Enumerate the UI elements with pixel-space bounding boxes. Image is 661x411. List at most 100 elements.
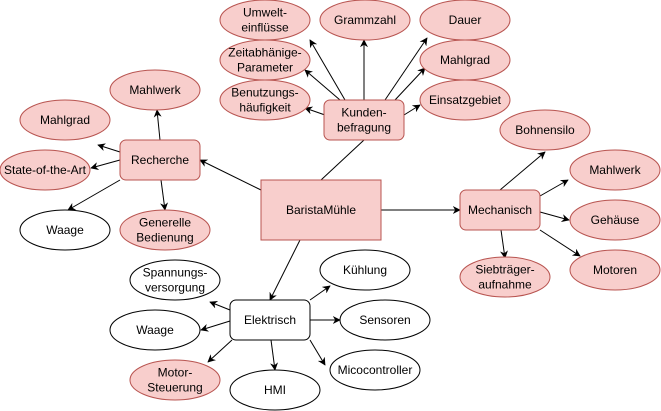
node-einsatz[interactable]: Einsatzgebiet — [419, 79, 511, 121]
node-label: Bohnensilo — [515, 123, 575, 137]
node-ellipse — [569, 149, 661, 191]
node-ellipse — [229, 369, 321, 411]
node-ellipse — [129, 359, 221, 401]
node-box — [119, 139, 201, 181]
node-ellipse — [339, 299, 431, 341]
node-ellipse — [109, 69, 201, 111]
node-waage-e[interactable]: Waage — [109, 309, 201, 351]
node-motorsteuerung[interactable]: Motor-Steuerung — [129, 359, 221, 401]
node-label: Benutzungs- — [231, 86, 298, 100]
node-ellipse — [129, 259, 221, 301]
connector-arrow — [160, 179, 169, 211]
node-box — [229, 299, 311, 341]
node-ellipse — [569, 199, 661, 241]
connector-arrow — [539, 211, 570, 222]
node-ellipse — [19, 209, 111, 251]
node-ellipse — [119, 209, 211, 251]
node-ellipse — [319, 249, 411, 291]
connector-arrow — [199, 159, 262, 191]
connector-arrow — [209, 300, 231, 311]
connector-arrow — [309, 39, 346, 101]
node-umwelt[interactable]: Umwelt-einflüsse — [219, 0, 311, 41]
node-label: häufigkeit — [239, 101, 291, 115]
connector-arrow — [309, 339, 326, 366]
node-label: HMI — [264, 383, 286, 397]
node-kunden[interactable]: Kunden-befragung — [323, 99, 405, 141]
node-ellipse — [569, 249, 661, 291]
node-label: Waage — [46, 223, 84, 237]
node-ellipse — [219, 79, 311, 121]
node-mahlgrad-k[interactable]: Mahlgrad — [419, 39, 511, 81]
node-hmi[interactable]: HMI — [229, 369, 321, 411]
node-box — [323, 99, 405, 141]
node-zeitparam[interactable]: Zeitabhänige-Parameter — [219, 39, 311, 81]
connector-arrow — [384, 37, 428, 101]
node-sensoren[interactable]: Sensoren — [339, 299, 431, 341]
connector-arrow — [270, 339, 279, 371]
node-gehaeuse[interactable]: Gehäuse — [569, 199, 661, 241]
node-label: Mechanisch — [468, 203, 532, 217]
node-label: Generelle — [139, 216, 191, 230]
node-mahlwerk-m[interactable]: Mahlwerk — [569, 149, 661, 191]
node-label: Siebträger- — [475, 263, 534, 277]
connector-arrow — [403, 104, 421, 116]
node-ellipse — [499, 109, 591, 151]
node-box — [459, 189, 541, 231]
node-spannung[interactable]: Spannungs-versorgung — [129, 259, 221, 301]
node-grammzahl[interactable]: Grammzahl — [319, 0, 411, 41]
node-mahlwerk-r[interactable]: Mahlwerk — [109, 69, 201, 111]
node-waage-r[interactable]: Waage — [19, 209, 111, 251]
node-label: Mahlwerk — [589, 163, 641, 177]
node-label: Spannungs- — [143, 266, 208, 280]
node-ellipse — [459, 256, 551, 298]
node-center[interactable]: BaristaMühle — [260, 179, 382, 241]
node-label: einflüsse — [241, 21, 289, 35]
node-bohnensilo[interactable]: Bohnensilo — [499, 109, 591, 151]
node-label: Kühlung — [343, 263, 387, 277]
connector-arrow — [153, 109, 162, 141]
edges — [67, 37, 581, 371]
node-recherche[interactable]: Recherche — [119, 139, 201, 181]
node-siebtraeger[interactable]: Siebträger-aufnahme — [459, 256, 551, 298]
node-kuehlung[interactable]: Kühlung — [319, 249, 411, 291]
node-label: Steuerung — [147, 381, 202, 395]
connector-arrow — [500, 229, 508, 259]
node-benutzung[interactable]: Benutzungs-häufigkeit — [219, 79, 311, 121]
connector-arrow — [539, 179, 569, 197]
node-dauer[interactable]: Dauer — [419, 0, 511, 41]
node-label: State-of-the-Art — [4, 163, 87, 177]
node-label: Elektrisch — [244, 313, 296, 327]
connector-arrow — [90, 159, 121, 170]
connector-arrow — [499, 151, 546, 191]
node-label: Kunden- — [341, 106, 386, 120]
node-ellipse — [319, 0, 411, 41]
node-label: Micocontroller — [338, 363, 413, 377]
node-stateart[interactable]: State-of-the-Art — [0, 149, 91, 191]
node-ellipse — [419, 79, 511, 121]
node-label: Mahlgrad — [440, 53, 490, 67]
node-elektrisch[interactable]: Elektrisch — [229, 299, 311, 341]
connector-arrow — [309, 285, 331, 301]
connector-arrow — [394, 67, 426, 101]
node-mechanisch[interactable]: Mechanisch — [459, 189, 541, 231]
node-ellipse — [0, 149, 91, 191]
node-ellipse — [19, 99, 111, 141]
node-motoren[interactable]: Motoren — [569, 249, 661, 291]
node-label: Dauer — [449, 13, 482, 27]
node-label: Parameter — [237, 61, 293, 75]
connector-arrow — [200, 320, 231, 332]
node-label: befragung — [337, 121, 391, 135]
connector-arrow — [304, 69, 341, 101]
node-label: Sensoren — [359, 313, 410, 327]
node-mahlgrad-r[interactable]: Mahlgrad — [19, 99, 111, 141]
node-label: Motor- — [158, 366, 193, 380]
node-ellipse — [109, 309, 201, 351]
node-label: Mahlwerk — [129, 83, 181, 97]
node-label: Mahlgrad — [40, 113, 90, 127]
node-mico[interactable]: Micocontroller — [329, 349, 421, 391]
connector-arrow — [269, 239, 301, 301]
node-ellipse — [329, 349, 421, 391]
